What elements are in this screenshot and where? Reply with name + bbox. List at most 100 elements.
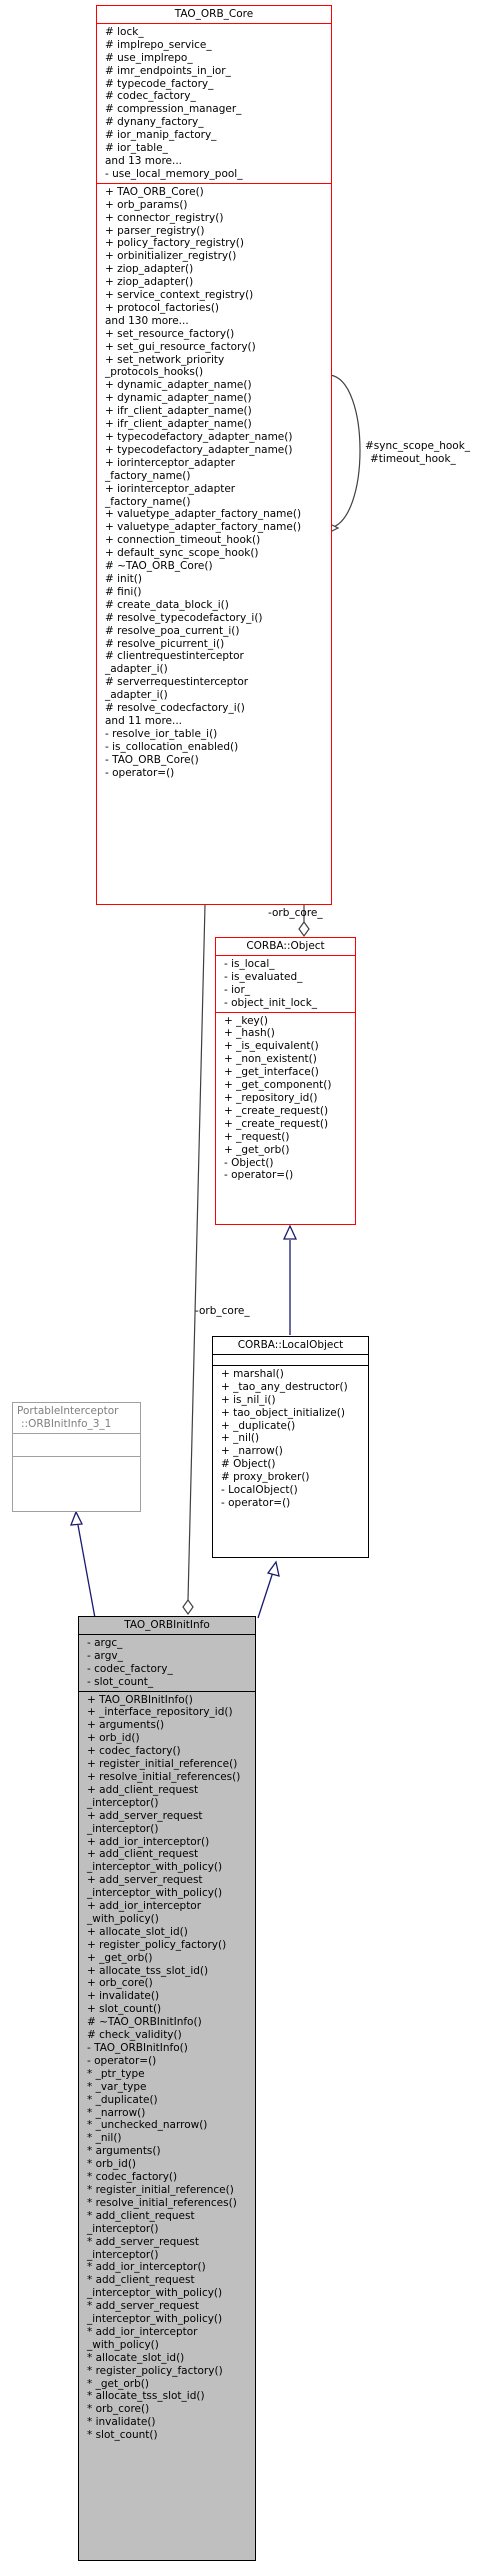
member-entry[interactable]: - ior_ — [224, 983, 251, 996]
member-entry[interactable]: + orb_core() — [87, 1977, 153, 1990]
member-entry[interactable]: + _request() — [224, 1130, 290, 1143]
member-entry[interactable]: # codec_factory_ — [105, 90, 196, 103]
member-entry[interactable]: + dynamic_adapter_name() — [105, 379, 252, 392]
member-entry[interactable]: + policy_factory_registry() — [105, 237, 244, 250]
member-entry[interactable]: + TAO_ORB_Core() — [105, 185, 204, 198]
member-entry[interactable]: # use_implrepo_ — [105, 51, 193, 64]
member-entry[interactable]: + add_client_request — [87, 1848, 199, 1861]
member-entry[interactable]: + _non_existent() — [224, 1053, 317, 1066]
member-entry[interactable]: * allocate_tss_slot_id() — [87, 2390, 205, 2403]
member-entry[interactable]: + register_initial_reference() — [87, 1758, 238, 1771]
member-entry[interactable]: - use_local_memory_pool_ — [105, 167, 243, 180]
member-entry[interactable]: + typecodefactory_adapter_name() — [105, 443, 293, 456]
member-entry[interactable]: + set_network_priority — [105, 353, 225, 366]
class-tao-orbinitinfo[interactable]: TAO_ORBInitInfo - argc_- argv_- codec_fa… — [78, 1616, 256, 2561]
member-entry[interactable]: _interceptor() — [87, 1796, 159, 1809]
member-entry[interactable]: * slot_count() — [87, 2429, 158, 2442]
member-entry[interactable]: + _hash() — [224, 1027, 275, 1040]
member-entry[interactable]: - argc_ — [87, 1636, 123, 1649]
member-entry[interactable]: * _duplicate() — [87, 2093, 158, 2106]
member-entry[interactable]: + add_server_request — [87, 1809, 203, 1822]
member-entry[interactable]: + orbinitializer_registry() — [105, 250, 237, 263]
member-entry[interactable]: + default_sync_scope_hook() — [105, 547, 259, 560]
member-entry[interactable]: _with_policy() — [87, 1912, 159, 1925]
member-entry[interactable]: + iorinterceptor_adapter — [105, 456, 236, 469]
member-entry[interactable]: - operator=() — [221, 1496, 291, 1509]
member-entry[interactable]: + typecodefactory_adapter_name() — [105, 431, 293, 443]
member-entry[interactable]: # resolve_typecodefactory_i() — [105, 611, 263, 624]
member-entry[interactable]: + iorinterceptor_adapter — [105, 482, 236, 495]
member-entry[interactable]: * codec_factory() — [87, 2171, 178, 2184]
class-tao-orb-core[interactable]: TAO_ORB_Core # lock_# implrepo_service_#… — [96, 5, 332, 905]
member-entry[interactable]: + _repository_id() — [224, 1091, 318, 1104]
member-entry[interactable]: - object_init_lock_ — [224, 996, 318, 1009]
member-entry[interactable]: + tao_object_initialize() — [221, 1406, 345, 1419]
member-entry[interactable]: and 130 more... — [105, 314, 189, 327]
member-entry[interactable]: - operator=() — [105, 766, 175, 779]
member-entry[interactable]: + slot_count() — [87, 2003, 162, 2016]
member-entry[interactable]: # implrepo_service_ — [105, 38, 212, 51]
member-entry[interactable]: and 13 more... — [105, 154, 183, 167]
member-entry[interactable]: # ~TAO_ORBInitInfo() — [87, 2016, 202, 2029]
member-entry[interactable]: # imr_endpoints_in_ior_ — [105, 64, 231, 77]
member-entry[interactable]: + marshal() — [221, 1367, 284, 1380]
member-entry[interactable]: + add_ior_interceptor() — [87, 1835, 210, 1848]
member-entry[interactable]: - resolve_ior_table_i() — [105, 727, 218, 740]
member-entry[interactable]: _interceptor() — [87, 2248, 159, 2261]
class-corba-object[interactable]: CORBA::Object - is_local_- is_evaluated_… — [215, 937, 356, 1225]
member-entry[interactable]: + resolve_initial_references() — [87, 1770, 241, 1783]
member-entry[interactable]: _interceptor() — [87, 1822, 159, 1835]
member-entry[interactable]: + orb_id() — [87, 1732, 140, 1745]
member-entry[interactable]: _adapter_i() — [105, 663, 168, 676]
member-entry[interactable]: - is_collocation_enabled() — [105, 740, 239, 753]
member-entry[interactable]: + add_ior_interceptor — [87, 1900, 202, 1913]
member-entry[interactable]: + service_context_registry() — [105, 289, 254, 302]
member-entry[interactable]: _interceptor_with_policy() — [87, 1861, 223, 1874]
member-entry[interactable]: + ifr_client_adapter_name() — [105, 405, 252, 418]
member-entry[interactable]: + _tao_any_destructor() — [221, 1380, 348, 1393]
member-entry[interactable]: _factory_name() — [105, 469, 191, 482]
member-entry[interactable]: * _narrow() — [87, 2106, 146, 2119]
member-entry[interactable]: + _get_interface() — [224, 1066, 319, 1079]
member-entry[interactable]: + ifr_client_adapter_name() — [105, 418, 252, 431]
member-entry[interactable]: # create_data_block_i() — [105, 598, 229, 611]
member-entry[interactable]: + set_gui_resource_factory() — [105, 340, 256, 353]
member-entry[interactable]: * add_ior_interceptor() — [87, 2261, 206, 2274]
member-entry[interactable]: # fini() — [105, 585, 142, 598]
member-entry[interactable]: * add_server_request — [87, 2300, 200, 2313]
member-entry[interactable]: # dynany_factory_ — [105, 116, 204, 129]
member-entry[interactable]: _interceptor_with_policy() — [87, 2287, 223, 2300]
member-entry[interactable]: # ior_manip_factory_ — [105, 129, 217, 142]
member-entry[interactable]: # typecode_factory_ — [105, 77, 214, 90]
member-entry[interactable]: + connection_timeout_hook() — [105, 534, 261, 547]
member-entry[interactable]: + ziop_adapter() — [105, 263, 194, 276]
member-entry[interactable]: + dynamic_adapter_name() — [105, 392, 252, 405]
member-entry[interactable]: _interceptor_with_policy() — [87, 2313, 223, 2326]
member-entry[interactable]: * register_initial_reference() — [87, 2183, 234, 2196]
member-entry[interactable]: # compression_manager_ — [105, 103, 242, 116]
member-entry[interactable]: + _interface_repository_id() — [87, 1706, 233, 1719]
member-entry[interactable]: _interceptor_with_policy() — [87, 1887, 223, 1900]
member-entry[interactable]: # Object() — [221, 1458, 276, 1471]
member-entry[interactable]: + add_server_request — [87, 1874, 203, 1887]
member-entry[interactable]: * _get_orb() — [87, 2377, 149, 2390]
member-entry[interactable]: + add_client_request — [87, 1783, 199, 1796]
member-entry[interactable]: _factory_name() — [105, 495, 191, 508]
member-entry[interactable]: * _nil() — [87, 2132, 122, 2145]
member-entry[interactable]: + _get_orb() — [224, 1143, 290, 1156]
member-entry[interactable]: + _narrow() — [221, 1445, 283, 1458]
member-entry[interactable]: * orb_id() — [87, 2158, 137, 2171]
member-entry[interactable]: # check_validity() — [87, 2029, 182, 2042]
member-entry[interactable]: + _create_request() — [224, 1104, 329, 1117]
member-entry[interactable]: + orb_params() — [105, 198, 188, 211]
member-entry[interactable]: # resolve_picurrent_i() — [105, 637, 225, 650]
member-entry[interactable]: + register_policy_factory() — [87, 1938, 227, 1951]
member-entry[interactable]: * allocate_slot_id() — [87, 2351, 185, 2364]
member-entry[interactable]: + valuetype_adapter_factory_name() — [105, 521, 302, 534]
member-entry[interactable]: # lock_ — [105, 25, 144, 38]
member-entry[interactable]: - codec_factory_ — [87, 1662, 173, 1675]
member-entry[interactable]: # proxy_broker() — [221, 1471, 310, 1484]
member-entry[interactable]: - is_evaluated_ — [224, 970, 303, 983]
member-entry[interactable]: - operator=() — [87, 2054, 157, 2067]
class-corba-localobject[interactable]: CORBA::LocalObject + marshal()+ _tao_any… — [212, 1336, 369, 1558]
